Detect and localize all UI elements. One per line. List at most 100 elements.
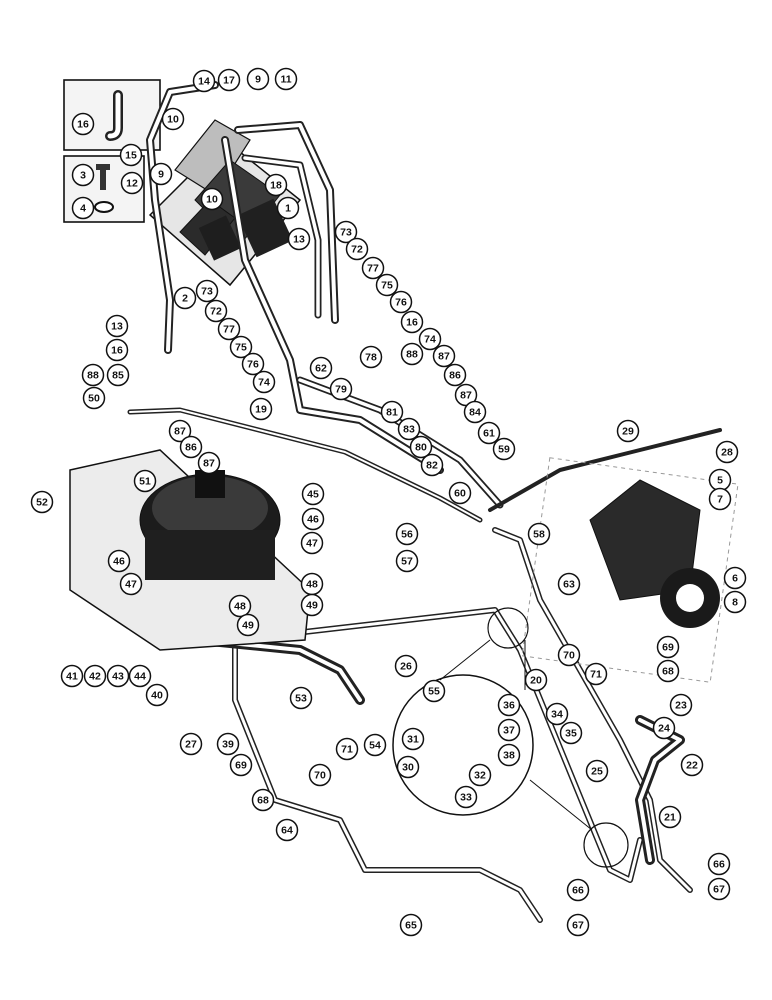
detail-circles xyxy=(392,607,629,868)
callout-number: 47 xyxy=(125,579,137,591)
callout-circle xyxy=(105,338,129,362)
callout-number: 84 xyxy=(469,407,481,419)
callout-36: 36 xyxy=(497,693,521,717)
callout-59: 59 xyxy=(492,437,516,461)
callout-number: 52 xyxy=(36,497,48,509)
callout-77: 77 xyxy=(217,317,241,341)
callout-33: 33 xyxy=(454,785,478,809)
callout-42: 42 xyxy=(83,664,107,688)
reservoir-filter xyxy=(69,449,311,651)
callout-number: 73 xyxy=(201,286,213,298)
callout-55: 55 xyxy=(422,679,446,703)
callout-83: 83 xyxy=(397,417,421,441)
callout-circle xyxy=(680,753,704,777)
callout-circle xyxy=(566,913,590,937)
callout-circle xyxy=(584,662,608,686)
callout-61: 61 xyxy=(477,421,501,445)
callout-circle xyxy=(195,279,219,303)
callout-78: 78 xyxy=(359,345,383,369)
callout-number: 87 xyxy=(460,390,472,402)
callout-number: 62 xyxy=(315,363,327,375)
callout-74: 74 xyxy=(252,370,276,394)
callout-circle xyxy=(527,522,551,546)
callout-number: 82 xyxy=(426,460,438,472)
callout-circle xyxy=(401,727,425,751)
callout-circle xyxy=(418,327,442,351)
callout-number: 37 xyxy=(503,725,515,737)
callout-11: 11 xyxy=(274,67,298,91)
callout-32: 32 xyxy=(468,763,492,787)
callout-circle xyxy=(397,417,421,441)
callout-number: 3 xyxy=(80,170,86,182)
callout-38: 38 xyxy=(497,743,521,767)
callout-18: 18 xyxy=(264,173,288,197)
callout-circle xyxy=(380,400,404,424)
callout-71: 71 xyxy=(335,737,359,761)
callout-22: 22 xyxy=(680,753,704,777)
callout-circle xyxy=(396,755,420,779)
callout-number: 38 xyxy=(503,750,515,762)
callout-circle xyxy=(236,613,260,637)
callout-number: 48 xyxy=(234,601,246,613)
callout-75: 75 xyxy=(375,273,399,297)
callout-number: 41 xyxy=(66,671,78,683)
callout-circle xyxy=(287,227,311,251)
callout-number: 20 xyxy=(530,675,542,687)
callout-circle xyxy=(395,549,419,573)
callout-number: 30 xyxy=(402,762,414,774)
callout-number: 88 xyxy=(87,370,99,382)
callout-number: 51 xyxy=(139,476,151,488)
callout-circle xyxy=(363,733,387,757)
callout-circle xyxy=(264,173,288,197)
callout-number: 77 xyxy=(367,263,379,275)
callout-47: 47 xyxy=(300,531,324,555)
callout-circle xyxy=(105,314,129,338)
callout-76: 76 xyxy=(241,352,265,376)
callout-circle xyxy=(359,345,383,369)
callout-circle xyxy=(329,377,353,401)
callout-circle xyxy=(492,437,516,461)
callout-number: 48 xyxy=(306,579,318,591)
callout-66: 66 xyxy=(566,878,590,902)
callout-circle xyxy=(179,732,203,756)
callout-68: 68 xyxy=(656,659,680,683)
callout-82: 82 xyxy=(420,453,444,477)
callout-39: 39 xyxy=(216,732,240,756)
callout-circle xyxy=(168,419,192,443)
callout-number: 40 xyxy=(151,690,163,702)
callout-number: 83 xyxy=(403,424,415,436)
callout-number: 81 xyxy=(386,407,398,419)
callout-circle xyxy=(375,273,399,297)
callout-41: 41 xyxy=(60,664,84,688)
callout-circle xyxy=(204,299,228,323)
callout-number: 39 xyxy=(222,739,234,751)
callout-48: 48 xyxy=(300,572,324,596)
callout-number: 73 xyxy=(340,227,352,239)
callout-circle xyxy=(275,818,299,842)
callout-circle xyxy=(308,763,332,787)
callout-49: 49 xyxy=(236,613,260,637)
callout-circle xyxy=(395,522,419,546)
callout-87: 87 xyxy=(168,419,192,443)
callout-15: 15 xyxy=(119,143,143,167)
callout-88: 88 xyxy=(400,342,424,366)
callout-number: 60 xyxy=(454,488,466,500)
callout-number: 5 xyxy=(717,475,723,487)
callout-number: 72 xyxy=(351,244,363,256)
callout-number: 21 xyxy=(664,812,676,824)
callout-circle xyxy=(708,487,732,511)
callout-57: 57 xyxy=(395,549,419,573)
callout-54: 54 xyxy=(363,733,387,757)
callout-88: 88 xyxy=(81,363,105,387)
callout-58: 58 xyxy=(527,522,551,546)
callout-circle xyxy=(241,352,265,376)
callout-number: 76 xyxy=(395,297,407,309)
callout-number: 49 xyxy=(242,620,254,632)
callout-number: 78 xyxy=(365,352,377,364)
callout-circle xyxy=(106,664,130,688)
callout-number: 22 xyxy=(686,760,698,772)
callout-circle xyxy=(60,664,84,688)
callout-circle xyxy=(559,721,583,745)
callout-circle xyxy=(228,594,252,618)
